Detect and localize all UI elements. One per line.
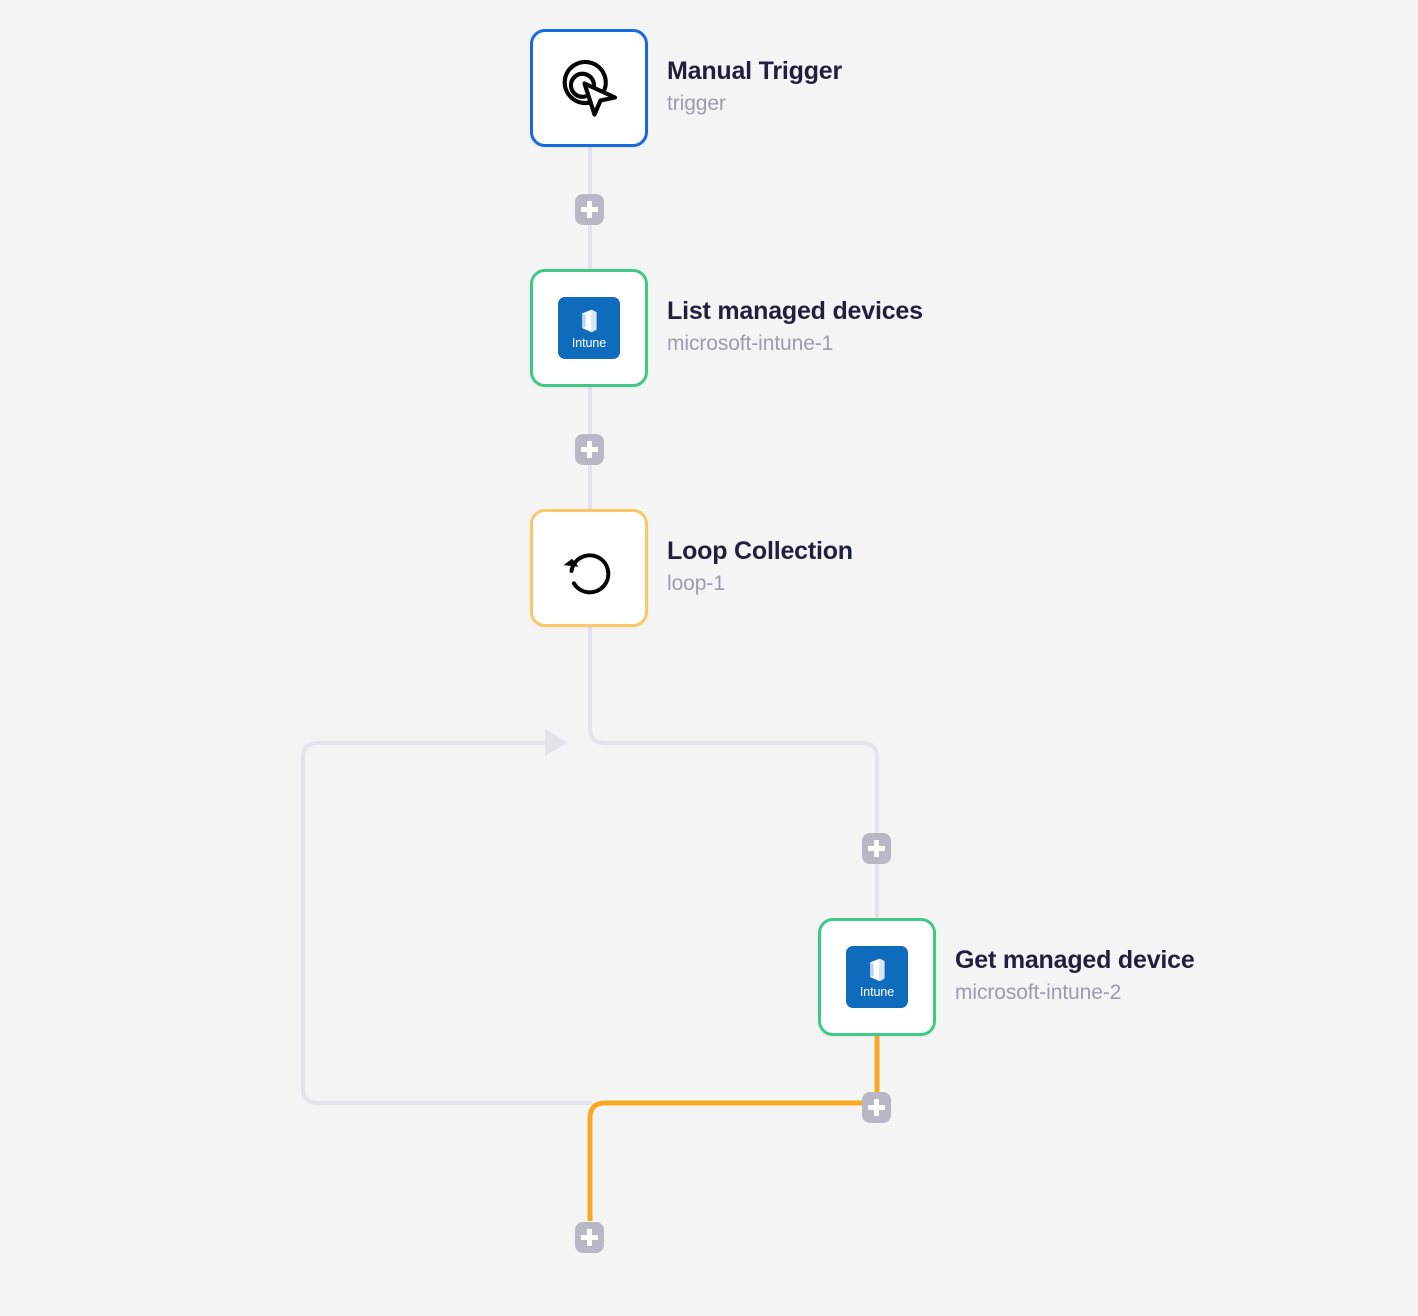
- add-node-button-inside-loop[interactable]: [862, 833, 891, 864]
- node-title: Manual Trigger: [667, 57, 843, 86]
- node-label-group-loop-collection: Loop Collection loop-1: [667, 537, 853, 598]
- edge-loop-back: [301, 741, 592, 1105]
- intune-wordmark: Intune: [859, 985, 895, 1000]
- node-icon-box-get-managed-device[interactable]: Intune: [818, 918, 936, 1036]
- node-icon-box-loop-collection[interactable]: [530, 509, 648, 627]
- loop-refresh-icon: [563, 553, 611, 595]
- node-title: List managed devices: [667, 297, 923, 326]
- node-subtitle: trigger: [667, 92, 726, 116]
- intune-wordmark: Intune: [571, 336, 607, 351]
- node-loop-collection[interactable]: Loop Collection loop-1: [530, 509, 853, 627]
- microsoft-intune-icon: Intune: [558, 297, 620, 359]
- node-icon-box-list-managed-devices[interactable]: Intune: [530, 269, 648, 387]
- office-door-glyph: [582, 309, 597, 333]
- node-get-managed-device[interactable]: Intune Get managed device microsoft-intu…: [818, 918, 1195, 1036]
- add-node-button-after-loop[interactable]: [575, 1222, 604, 1253]
- add-node-button-after-get-managed-device[interactable]: [862, 1092, 891, 1123]
- node-icon-box-manual-trigger[interactable]: [530, 29, 648, 147]
- plus-icon-vertical-bar: [587, 201, 592, 218]
- node-label-group-list-managed-devices: List managed devices microsoft-intune-1: [667, 297, 923, 358]
- node-manual-trigger[interactable]: Manual Trigger trigger: [530, 29, 842, 147]
- node-title: Get managed device: [955, 946, 1195, 975]
- node-list-managed-devices[interactable]: Intune List managed devices microsoft-in…: [530, 269, 923, 387]
- plus-icon-vertical-bar: [587, 1229, 592, 1246]
- add-node-button-after-list-managed-devices[interactable]: [575, 434, 604, 465]
- edge-loop-to-branch: [588, 627, 879, 834]
- node-title: Loop Collection: [667, 537, 853, 566]
- node-subtitle: microsoft-intune-2: [955, 981, 1122, 1005]
- node-subtitle: microsoft-intune-1: [667, 332, 834, 356]
- cursor-click-icon: [562, 59, 618, 117]
- office-door-glyph: [870, 958, 885, 982]
- edge-loop-back-arrowhead: [545, 729, 568, 756]
- node-label-group-get-managed-device: Get managed device microsoft-intune-2: [955, 946, 1195, 1007]
- node-subtitle: loop-1: [667, 572, 725, 596]
- microsoft-intune-icon: Intune: [846, 946, 908, 1008]
- node-label-group-manual-trigger: Manual Trigger trigger: [667, 57, 842, 118]
- plus-icon-vertical-bar: [874, 1099, 879, 1116]
- plus-icon-vertical-bar: [874, 840, 879, 857]
- add-node-button-after-trigger[interactable]: [575, 194, 604, 225]
- plus-icon-vertical-bar: [587, 441, 592, 458]
- edge-end-active-to-final-plus: [587, 1100, 877, 1221]
